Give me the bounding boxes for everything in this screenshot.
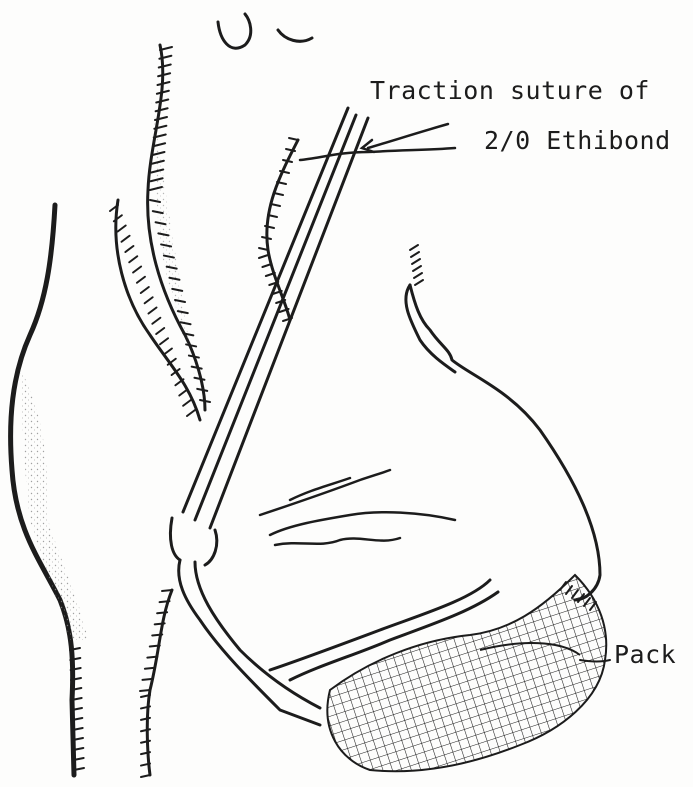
fringe-hair — [183, 400, 191, 406]
fringe-hair — [200, 400, 210, 402]
fringe-hair — [415, 280, 423, 285]
fringe-hair — [410, 245, 418, 250]
fringe-hair — [160, 338, 168, 344]
traction-suture-label-line2: 2/0 Ethibond — [484, 126, 671, 155]
fringe-hair — [152, 318, 160, 324]
fringe-hair — [262, 264, 271, 267]
fringe-hair — [156, 108, 168, 111]
ureter-tube — [147, 108, 368, 775]
top-fringe-curls — [218, 14, 312, 48]
gauze-pack — [327, 575, 606, 771]
fringe-hair — [283, 160, 292, 162]
fringe-hair — [118, 226, 126, 232]
fringe-hair — [289, 138, 298, 140]
fringe-hair — [262, 237, 271, 239]
fringe-hair — [156, 328, 164, 334]
fringe-hair — [125, 246, 133, 252]
fringe-hair — [189, 356, 199, 358]
fringe-hair — [164, 349, 172, 355]
fringe-hair — [413, 266, 421, 271]
fringe-hair — [149, 308, 157, 314]
fringe-hair — [122, 236, 130, 242]
fringe-hair — [194, 378, 204, 380]
fringe-hair — [271, 204, 280, 206]
mucosa-squiggles — [260, 470, 455, 545]
fringe-hair — [179, 390, 187, 396]
fringe-hair — [197, 389, 207, 391]
fringe-hair — [411, 252, 419, 257]
fringe-hair — [412, 259, 420, 264]
fringe-hair — [274, 193, 283, 195]
fringe-hair — [141, 287, 149, 293]
fringe-hair — [133, 267, 141, 273]
fringe-hair — [414, 273, 422, 278]
upper-tissue-flaps — [116, 45, 298, 420]
fringe-hair — [137, 277, 145, 283]
fringe-hair — [129, 256, 137, 262]
fringe-hair — [145, 297, 153, 303]
fringe-hair — [187, 410, 195, 416]
fringe-hair — [259, 255, 268, 258]
pack-label: Pack — [614, 640, 676, 669]
fringe-hair — [159, 65, 171, 68]
traction-suture-label-line1: Traction suture of — [370, 76, 650, 105]
traction-suture-leader — [300, 124, 455, 160]
fringe-hair — [186, 344, 196, 346]
